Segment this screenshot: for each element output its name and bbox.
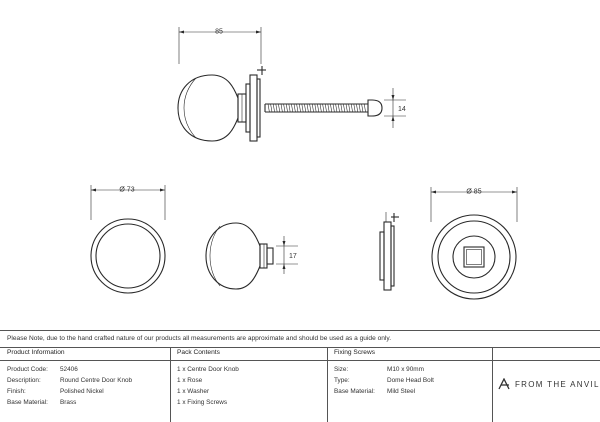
bolt-diameter-label: 14 xyxy=(398,106,406,113)
header-divider xyxy=(0,360,600,361)
side-view: 85 14 xyxy=(177,27,406,142)
screw-material-label: Base Material: xyxy=(334,388,375,395)
screw-size-label: Size: xyxy=(334,366,349,373)
pack-item: 1 x Rose xyxy=(177,377,203,384)
note-divider xyxy=(0,347,600,348)
fixing-screws-title: Fixing Screws xyxy=(334,349,376,356)
rose-side-view xyxy=(379,212,399,291)
knob-front-view: Ø 73 xyxy=(90,185,166,294)
bolt-diameter-dimension: 14 xyxy=(384,88,406,128)
measurement-note: Please Note, due to the hand crafted nat… xyxy=(7,335,392,342)
brand-logo: FROM THE ANVIL xyxy=(498,378,600,390)
product-code-label: Product Code: xyxy=(7,366,48,373)
pack-contents-title: Pack Contents xyxy=(177,349,220,356)
screw-type-value: Dome Head Bolt xyxy=(387,377,434,384)
neck-diameter-label: 17 xyxy=(289,253,297,260)
description-label: Description: xyxy=(7,377,41,384)
brand-name: FROM THE ANVIL xyxy=(515,379,600,389)
knob-diameter-label: Ø 73 xyxy=(119,187,134,194)
knob-diameter-dimension: Ø 73 xyxy=(90,185,166,220)
pack-item: 1 x Centre Door Knob xyxy=(177,366,239,373)
knob-side-view: 17 xyxy=(205,222,298,290)
anvil-logo-icon xyxy=(498,378,510,390)
screw-material-value: Mild Steel xyxy=(387,388,416,395)
finish-label: Finish: xyxy=(7,388,26,395)
product-code-value: 52406 xyxy=(60,366,78,373)
base-material-value: Brass xyxy=(60,399,77,406)
screw-size-value: M10 x 90mm xyxy=(387,366,424,373)
column-divider-2 xyxy=(327,347,328,422)
rose-front-view: Ø 85 xyxy=(430,187,518,300)
overall-length-label: 85 xyxy=(215,29,223,36)
top-divider xyxy=(0,330,600,331)
overall-length-dimension: 85 xyxy=(178,27,262,64)
description-value: Round Centre Door Knob xyxy=(60,377,133,384)
neck-diameter-dimension: 17 xyxy=(276,236,298,274)
product-info-title: Product Information xyxy=(7,349,65,356)
pack-item: 1 x Washer xyxy=(177,388,210,395)
column-divider-1 xyxy=(170,347,171,422)
column-divider-3 xyxy=(492,347,493,422)
rose-diameter-label: Ø 85 xyxy=(466,189,481,196)
rose-diameter-dimension: Ø 85 xyxy=(430,187,518,222)
finish-value: Polished Nickel xyxy=(60,388,104,395)
technical-drawing: 85 14 xyxy=(90,27,518,300)
screw-type-label: Type: xyxy=(334,377,350,384)
base-material-label: Base Material: xyxy=(7,399,48,406)
pack-item: 1 x Fixing Screws xyxy=(177,399,228,406)
